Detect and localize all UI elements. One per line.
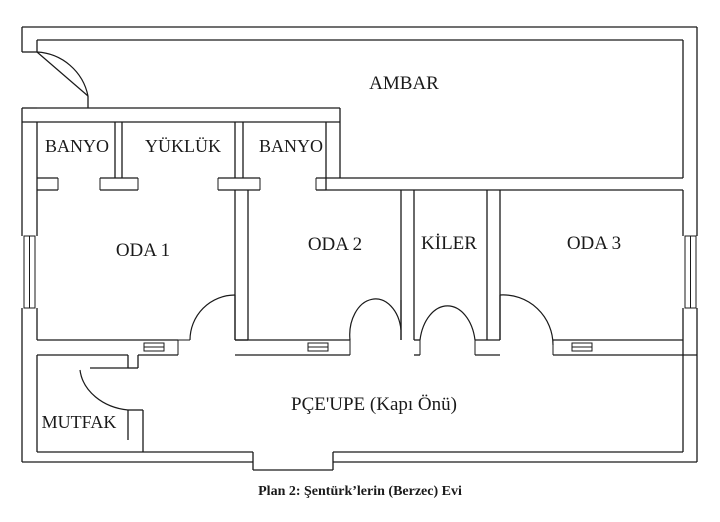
- top-small-rooms: [37, 122, 340, 191]
- room-label-oda-1: ODA 1: [116, 240, 170, 261]
- figure-caption: Plan 2: Şentürk’lerin (Berzec) Evi: [258, 484, 462, 499]
- mutfak-walls: [36, 355, 144, 453]
- room-label-banyo-1: BANYO: [45, 136, 109, 156]
- outer-walls: [21, 26, 698, 471]
- room-label-oda-3: ODA 3: [567, 233, 621, 254]
- room-label-mutfak: MUTFAK: [42, 412, 117, 432]
- room-doors: [178, 294, 554, 346]
- room-label-yukluk: YÜKLÜK: [145, 136, 221, 156]
- interior-windows: [143, 342, 593, 352]
- room-label-pceupe: PÇE'UPE (Kapı Önü): [291, 394, 457, 415]
- entrance-door-top: [36, 51, 89, 97]
- room-dividers: [234, 190, 501, 341]
- room-label-ambar: AMBAR: [369, 73, 439, 94]
- room-label-banyo-2: BANYO: [259, 136, 323, 156]
- room-label-oda-2: ODA 2: [308, 234, 362, 255]
- corridor-top-wall: [37, 339, 697, 356]
- exterior-windows: [23, 235, 697, 309]
- ambar-boundary: [22, 96, 683, 191]
- room-label-kiler: KİLER: [421, 233, 477, 254]
